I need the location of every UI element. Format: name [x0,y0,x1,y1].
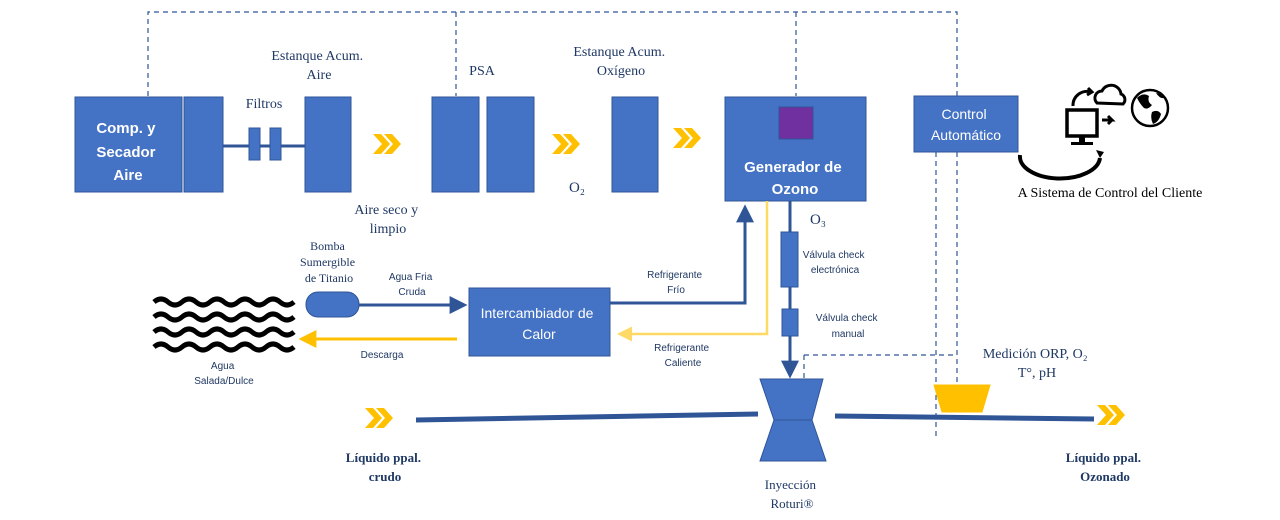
cold-refrigerant-label: Refrigerante Frío [647,270,705,296]
hot-refrigerant-line [617,201,769,342]
sync-arrows-icon [1071,86,1095,107]
chevron-arrow-icon [673,128,701,148]
dry-air-label: Aire seco y limpio [354,203,421,237]
heat-exchanger-box [468,287,611,357]
chevron-arrow-icon [552,134,580,154]
compressor-secondary-box [183,96,224,193]
submersible-pump [305,291,360,318]
sync-arrows-icon [1102,114,1116,126]
client-system-label: A Sistema de Control del Cliente [1018,186,1203,201]
compressor-box [74,96,183,193]
ozone-generator-indicator [778,106,814,140]
o2-label: O₂ [569,180,585,196]
psa-column-2 [486,96,535,193]
control-label: Control Automático [931,106,1001,143]
electronic-check-label: Válvula check electrónica [803,250,867,276]
filters-label: Filtros [246,97,283,112]
globe-icon [1130,88,1170,128]
sync-arrows-icon [1096,150,1104,158]
injection-label: Inyección Roturi® [765,477,820,511]
pump-label: Bomba Sumergible de Titanio [300,239,358,285]
measurement-label: Medición ORP, O₂ T°, pH [983,347,1091,381]
discharge-label: Descarga [361,350,404,361]
cloud-icon [1093,83,1127,106]
raw-liquid-label: Líquido ppal. crudo [346,450,424,484]
computer-icon [1065,108,1099,145]
filter-2 [269,127,282,161]
chevron-arrow-icon [365,408,393,428]
air-tank [304,96,352,193]
manual-check-valve [781,308,799,337]
chevron-arrow-icon [373,134,401,154]
cold-refrigerant-line [610,204,754,305]
ozonated-liquid-label: Líquido ppal. Ozonado [1066,450,1144,484]
oxygen-tank-label: Estanque Acum. Oxígeno [573,45,668,79]
chevron-arrow-icon [1097,405,1125,425]
psa-column-1 [431,96,480,193]
manual-check-label: Válvula check manual [816,313,880,340]
measurement-sensor [933,384,991,413]
oxygen-tank [611,96,659,193]
sync-arrows-icon [1017,154,1102,181]
electronic-check-valve [780,231,799,288]
psa-label: PSA [469,64,496,79]
cold-water-label: Agua Fria Cruda [389,272,435,298]
control-signal-lines [147,11,958,440]
ozone-generator-label: Generador de Ozono [744,159,846,198]
heat-exchanger-label: Intercambiador de Calor [481,305,598,342]
o3-label: O₃ [810,212,826,228]
filter-1 [248,127,261,161]
hot-refrigerant-label: Refrigerante Caliente [654,343,712,369]
main-ozonated-pipe [834,413,1095,422]
main-raw-pipe [415,411,759,423]
control-box [913,95,1019,153]
water-source-label: Agua Salada/Dulce [194,361,254,387]
air-tank-label: Estanque Acum. Aire [271,49,366,83]
compressor-label: Comp. y Secador Aire [96,120,159,184]
water-waves-icon [152,296,296,353]
